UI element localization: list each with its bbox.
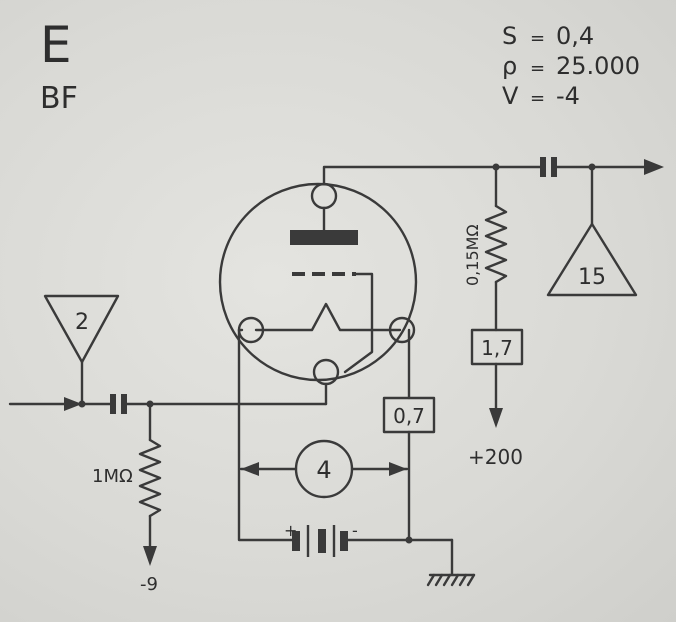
param-value-s: 0,4 [556, 22, 594, 50]
param-value-v: -4 [556, 82, 580, 110]
input-stage: 2 1MΩ -9 [8, 294, 328, 595]
filament-arrow-left-icon [241, 462, 259, 476]
output-stage: 15 0,15MΩ 1,7 +200 [322, 157, 664, 469]
battery-minus-label: - [352, 521, 358, 540]
anode-load-label: 0,15MΩ [463, 224, 482, 286]
cathode-current-value: 0,7 [393, 404, 425, 428]
input-pin-label: 2 [75, 310, 89, 335]
input-arrow-icon [64, 397, 82, 411]
param-symbol-s: S [502, 22, 517, 50]
supply-arrow-icon [489, 408, 503, 428]
filament-arrow-right-icon [389, 462, 407, 476]
anode-current-value: 1,7 [481, 336, 513, 360]
tube-subtitle: BF [40, 81, 78, 116]
input-pin-triangle [43, 294, 120, 364]
output-pin-label: 15 [578, 265, 606, 290]
param-sign-rho: = [530, 58, 545, 79]
plate-supply-label: +200 [468, 445, 523, 469]
anode-pin [310, 182, 338, 210]
filament-pin-circle [294, 439, 354, 499]
heater-left-wire [237, 328, 294, 542]
battery-cell-e [340, 531, 348, 551]
battery-plus-label: + [284, 521, 297, 540]
battery-cell-a [292, 531, 300, 551]
input-capacitor-plate-a [110, 394, 116, 414]
filament-pin-label: 4 [316, 456, 331, 484]
param-symbol-v: V [502, 82, 519, 110]
input-capacitor-plate-b [121, 394, 127, 414]
anode-load-resistor [484, 204, 508, 284]
grid-lead [343, 272, 374, 374]
tube-envelope [218, 182, 418, 382]
heater-filament [254, 302, 402, 332]
param-sign-v: = [530, 88, 545, 109]
output-capacitor-plate-b [551, 157, 557, 177]
grid-leak-label: 1MΩ [92, 466, 133, 487]
ground-junction [405, 536, 413, 544]
param-sign-s: = [530, 28, 545, 49]
anode-plate [290, 230, 358, 245]
ground-icon [426, 573, 476, 587]
heater-pin-right [388, 316, 416, 344]
vacuum-tube [218, 182, 418, 386]
parameter-list: S = 0,4 ρ = 25.000 V = -4 [502, 22, 640, 110]
param-symbol-rho: ρ [502, 52, 517, 80]
output-capacitor-plate-a [540, 157, 546, 177]
output-arrow-icon [644, 159, 664, 175]
output-pin-triangle [546, 222, 638, 297]
anode-wire [322, 165, 542, 186]
bias-arrow-icon [143, 546, 157, 566]
grid-bias-label: -9 [140, 574, 158, 595]
grid-leak-resistor [138, 438, 162, 518]
heater-circuit: 0,7 4 + - [237, 328, 476, 587]
tube-letter: E [40, 16, 72, 74]
param-value-rho: 25.000 [556, 52, 640, 80]
battery-cell-c [318, 529, 326, 553]
